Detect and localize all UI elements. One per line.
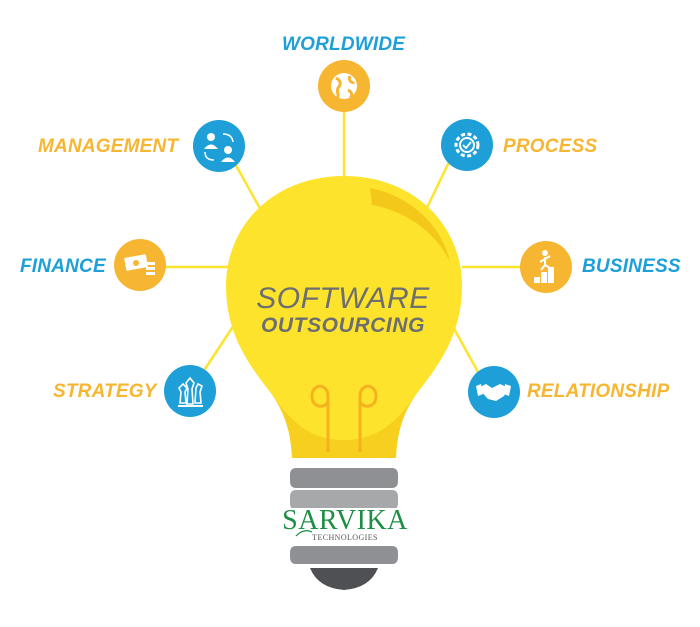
label-management: MANAGEMENT [38,136,179,157]
label-worldwide: WORLDWIDE [282,34,406,55]
stairs-climber-icon [520,241,572,293]
label-strategy: STRATEGY [53,381,157,402]
chess-icon [164,365,216,417]
label-process: PROCESS [503,136,598,157]
label-finance: FINANCE [20,256,106,277]
center-title-line1: SOFTWARE [256,282,430,315]
brand-logo-tagline: TECHNOLOGIES [312,533,378,542]
brand-swoosh [295,530,313,537]
team-exchange-icon [193,120,245,172]
center-title-line2: OUTSOURCING [260,314,426,337]
label-business: BUSINESS [582,256,681,277]
connector-lines [166,110,520,373]
brand-logo-name: SARVIKA [282,505,408,536]
gear-process-icon [441,119,493,171]
money-icon [114,239,166,291]
handshake-icon [468,366,520,418]
lightbulb [226,176,462,458]
label-relationship: RELATIONSHIP [527,381,670,402]
bulb-base [285,468,403,590]
globe-icon [318,60,370,112]
